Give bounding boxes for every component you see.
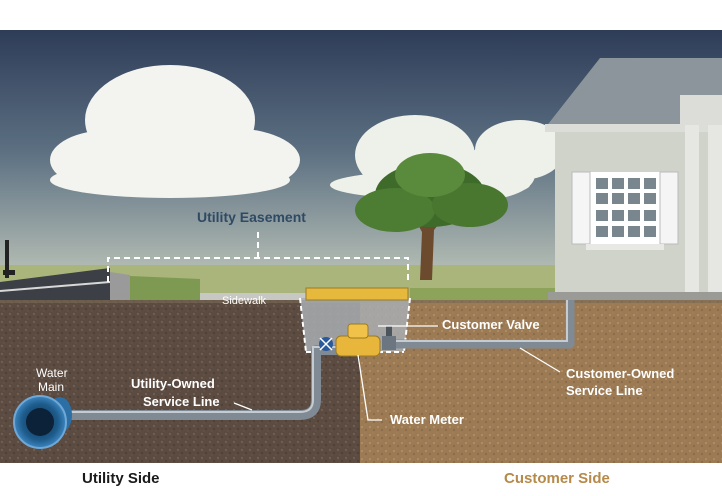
house <box>545 58 722 295</box>
water-main <box>13 395 72 449</box>
easement-bracket <box>107 232 409 282</box>
water-meter <box>335 323 381 357</box>
water-main-label-1: Water <box>36 366 68 380</box>
utility-side-label: Utility Side <box>82 470 160 487</box>
utility-line-label-2: Service Line <box>143 394 220 409</box>
tree <box>355 153 508 280</box>
customer-valve-label: Customer Valve <box>442 317 540 332</box>
customer-line-label-1: Customer-Owned <box>566 366 675 381</box>
bottom-band <box>0 463 722 496</box>
meter-pit-lid <box>305 287 409 301</box>
utility-easement-label: Utility Easement <box>197 209 306 225</box>
road <box>0 268 110 300</box>
customer-valve <box>382 326 396 350</box>
top-margin <box>0 0 722 30</box>
cloud-left <box>50 65 300 198</box>
utility-owned-pipe <box>70 345 338 420</box>
soil-customer <box>360 300 722 463</box>
water-main-label-2: Main <box>38 380 65 394</box>
customer-side-label: Customer Side <box>504 470 610 487</box>
water-meter-label: Water Meter <box>390 412 464 427</box>
customer-owned-pipe <box>386 300 575 349</box>
customer-line-label-2: Service Line <box>566 383 643 398</box>
lamp-post <box>5 240 9 278</box>
utility-line-label-1: Utility-Owned <box>131 376 215 391</box>
foundation <box>548 292 722 302</box>
curb <box>110 272 130 300</box>
sidewalk-label: Sidewalk <box>222 295 267 307</box>
lawn-strip <box>130 276 200 300</box>
